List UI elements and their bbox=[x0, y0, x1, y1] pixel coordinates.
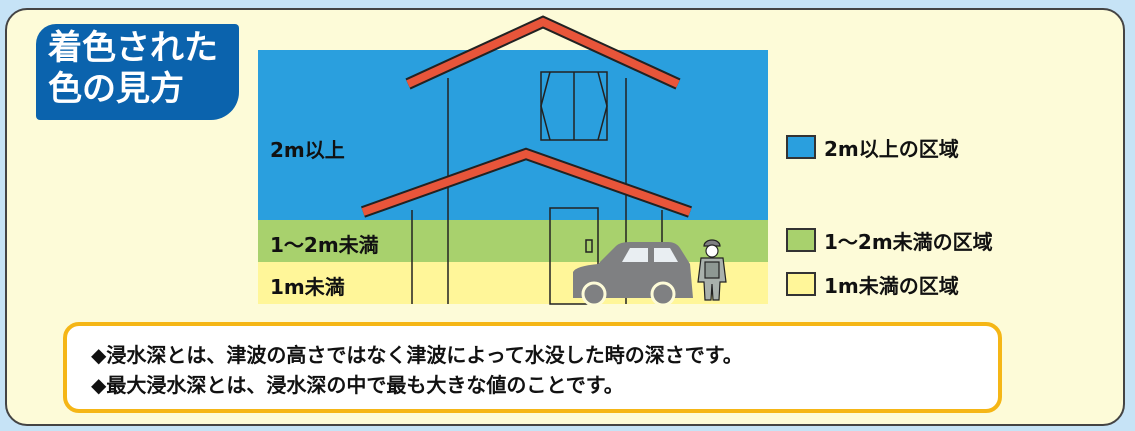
legend-item-under-1m: 1m未満の区域 bbox=[786, 270, 959, 298]
lower-roof bbox=[360, 147, 693, 218]
person-icon bbox=[697, 239, 727, 301]
door-icon bbox=[549, 207, 599, 305]
title-line-1: 着色された bbox=[48, 28, 218, 68]
window-icon bbox=[540, 71, 608, 141]
legend-label: 1m未満の区域 bbox=[824, 273, 959, 298]
swatch-green bbox=[786, 228, 816, 252]
band-label-1-2m: 1～2m未満 bbox=[270, 233, 379, 257]
band-2m-over bbox=[258, 50, 768, 220]
swatch-blue bbox=[786, 135, 816, 159]
legend-label: 2m以上の区域 bbox=[824, 136, 959, 161]
legend-item-2m-over: 2m以上の区域 bbox=[786, 133, 959, 161]
legend-label: 1～2m未満の区域 bbox=[824, 229, 993, 254]
explanation-note: ◆浸水深とは、津波の高さではなく津波によって水没した時の深さです。 ◆最大浸水深… bbox=[63, 322, 1002, 413]
legend-item-1-2m: 1～2m未満の区域 bbox=[786, 226, 993, 254]
swatch-yellow bbox=[786, 272, 816, 296]
band-label-under-1m: 1m未満 bbox=[270, 275, 345, 299]
band-label-2m-over: 2m以上 bbox=[270, 138, 345, 162]
house-illustration bbox=[360, 15, 727, 307]
note-line-1: ◆浸水深とは、津波の高さではなく津波によって水没した時の深さです。 bbox=[91, 343, 743, 367]
inundation-diagram: 2m以上 1～2m未満 1m未満 bbox=[258, 15, 768, 307]
title-line-2: 色の見方 bbox=[48, 69, 184, 109]
car-icon bbox=[573, 242, 693, 307]
note-line-2: ◆最大浸水深とは、浸水深の中で最も大きな値のことです。 bbox=[91, 373, 624, 397]
title-badge: 着色された 色の見方 bbox=[36, 24, 239, 120]
